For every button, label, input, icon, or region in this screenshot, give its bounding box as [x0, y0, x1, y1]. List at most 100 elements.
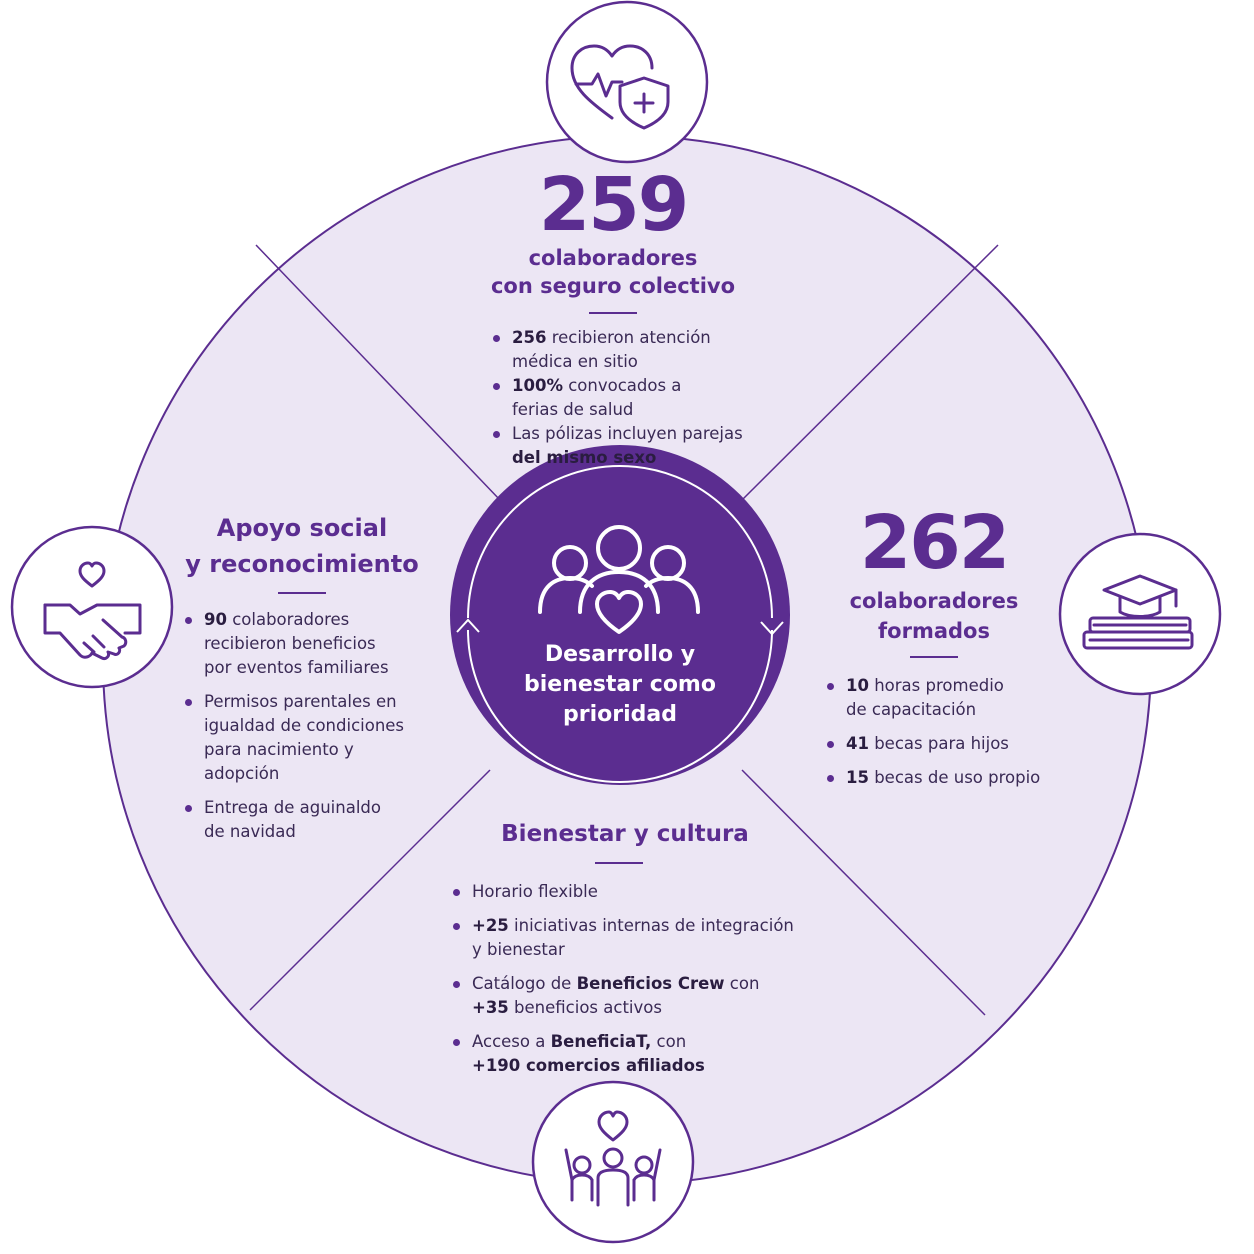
center-title-line: prioridad — [563, 702, 677, 727]
list-item: Acceso a BeneficiaT, con +190 comercios a… — [452, 1030, 820, 1078]
list-item-line: 10 horas promedio — [846, 674, 1050, 698]
top-icon-circle — [545, 0, 709, 164]
text: Acceso a — [472, 1032, 551, 1051]
text: horas promedio — [868, 676, 1004, 695]
top-heading-line: colaboradores — [528, 246, 698, 270]
text: ferias de salud — [512, 400, 634, 419]
list-item: +25 iniciativas internas de integración y… — [452, 914, 820, 962]
bold-text: 90 — [204, 610, 227, 629]
right-bullets: 10 horas promedio de capacitación 41 becas… — [826, 674, 1050, 790]
list-item: Entrega de aguinaldo de navidad — [184, 796, 432, 844]
bold-text: 10 — [846, 676, 869, 695]
list-item-line: del mismo sexo — [512, 446, 796, 470]
list-item-line: +190 comercios afiliados — [472, 1054, 820, 1078]
handshake-heart-icon — [43, 561, 142, 660]
center-title-line: Desarrollo y — [544, 642, 696, 667]
center-arc-top — [467, 465, 773, 619]
text: Horario flexible — [472, 882, 598, 901]
text: becas para hijos — [868, 734, 1009, 753]
text: con — [651, 1032, 687, 1051]
text: becas de uso propio — [868, 768, 1041, 787]
right-rule — [910, 656, 958, 658]
bold-text: Beneficios Crew — [576, 974, 725, 993]
bottom-section: Bienestar y cultura Horario flexible+25 … — [440, 818, 820, 1078]
bold-text: 100% — [512, 376, 563, 395]
bold-text: +25 — [472, 916, 509, 935]
list-item-line: Entrega de aguinaldo — [204, 796, 432, 820]
arrow-up-icon — [456, 618, 480, 633]
right-section: 262 colaboradores formados 10 horas prom… — [818, 506, 1050, 790]
text: Catálogo de — [472, 974, 577, 993]
top-heading-line: con seguro colectivo — [490, 274, 736, 298]
left-heading-line: y reconocimiento — [185, 550, 419, 578]
text: Permisos parentales en — [204, 692, 397, 711]
list-item: Permisos parentales en igualdad de condic… — [184, 690, 432, 786]
left-heading: Apoyo social y reconocimiento — [172, 510, 432, 582]
list-item: Horario flexible — [452, 880, 820, 904]
bold-text: BeneficiaT, — [550, 1032, 652, 1051]
list-item: Catálogo de Beneficios Crew con+35 benef… — [452, 972, 820, 1020]
center-disk — [450, 445, 790, 785]
divider-bottom-left — [249, 769, 491, 1011]
list-item-line: +35 beneficios activos — [472, 996, 820, 1020]
text: por eventos familiares — [204, 658, 389, 677]
list-item-line: Acceso a BeneficiaT, con — [472, 1030, 820, 1054]
list-item-line: Permisos parentales en — [204, 690, 432, 714]
list-item-line: de navidad — [204, 820, 432, 844]
text: con — [724, 974, 760, 993]
text: Las pólizas incluyen parejas — [512, 424, 743, 443]
arrow-down-icon — [760, 621, 784, 636]
bottom-icon-circle — [531, 1080, 695, 1244]
text: iniciativas internas de integración — [508, 916, 794, 935]
top-heading: colaboradores con seguro colectivo — [430, 244, 796, 300]
bold-text: +35 — [472, 998, 509, 1017]
left-bullets: 90 colaboradores recibieron beneficios por… — [184, 608, 432, 844]
text: colaboradores — [226, 610, 350, 629]
center-title-line: bienestar como — [524, 672, 716, 697]
list-item-line: 15 becas de uso propio — [846, 766, 1050, 790]
right-heading-line: formados — [878, 619, 990, 643]
text: y bienestar — [472, 940, 565, 959]
left-heading-line: Apoyo social — [216, 514, 388, 542]
list-item: 10 horas promedio de capacitación — [826, 674, 1050, 722]
list-item-line: Catálogo de Beneficios Crew con — [472, 972, 820, 996]
top-rule — [589, 312, 637, 314]
list-item-line: ferias de salud — [512, 398, 796, 422]
center-arc-bottom — [467, 629, 773, 783]
heart-shield-icon — [570, 44, 670, 130]
list-item-line: y bienestar — [472, 938, 820, 962]
text: recibieron beneficios — [204, 634, 376, 653]
bold-text: +190 comercios afiliados — [472, 1056, 705, 1075]
center-title: Desarrollo y bienestar como prioridad — [480, 640, 760, 730]
text: Entrega de aguinaldo — [204, 798, 381, 817]
top-section: 259 colaboradores con seguro colectivo 2… — [430, 168, 796, 470]
list-item-line: igualdad de condiciones — [204, 714, 432, 738]
list-item-line: Las pólizas incluyen parejas — [512, 422, 796, 446]
list-item-line: Horario flexible — [472, 880, 820, 904]
group-celebration-heart-icon — [564, 1110, 662, 1207]
list-item-line: +25 iniciativas internas de integración — [472, 914, 820, 938]
list-item: 41 becas para hijos — [826, 732, 1050, 756]
bold-text: 15 — [846, 768, 869, 787]
graduation-cap-books-icon — [1082, 574, 1194, 650]
list-item-line: 256 recibieron atención — [512, 326, 796, 350]
text: para nacimiento y adopción — [204, 740, 354, 783]
text: recibieron atención — [546, 328, 711, 347]
list-item-line: recibieron beneficios — [204, 632, 432, 656]
text: igualdad de condiciones — [204, 716, 405, 735]
left-section: Apoyo social y reconocimiento 90 colabor… — [172, 510, 432, 844]
bold-text: del mismo sexo — [512, 448, 657, 467]
list-item-line: de capacitación — [846, 698, 1050, 722]
text: de capacitación — [846, 700, 977, 719]
list-item: 15 becas de uso propio — [826, 766, 1050, 790]
list-item: 90 colaboradores recibieron beneficios por… — [184, 608, 432, 680]
text: convocados a — [562, 376, 682, 395]
list-item-line: por eventos familiares — [204, 656, 432, 680]
bottom-rule — [595, 862, 643, 864]
divider-top-left — [255, 244, 501, 501]
list-item-line: para nacimiento y adopción — [204, 738, 432, 786]
